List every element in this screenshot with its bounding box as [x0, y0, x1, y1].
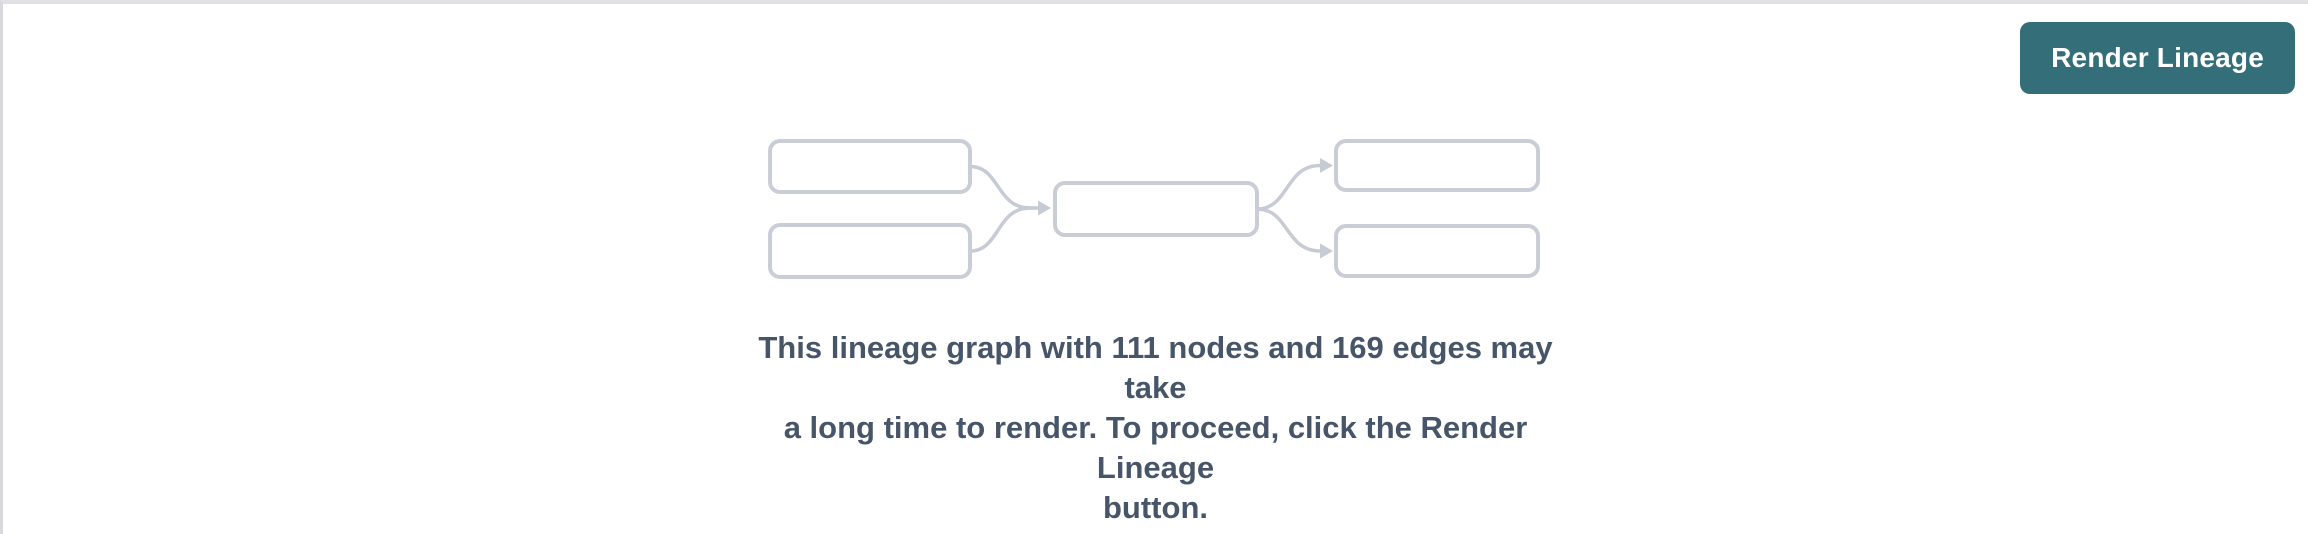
graph-edge-arrowhead — [1319, 243, 1333, 259]
graph-node-box-upstream-1 — [767, 139, 972, 194]
graph-edge-arrow — [1256, 163, 1320, 211]
lineage-placeholder-graphic — [767, 139, 1540, 279]
render-warning-line-1: This lineage graph with 111 nodes and 16… — [758, 330, 1553, 405]
render-warning-message: This lineage graph with 111 nodes and 16… — [736, 328, 1576, 528]
graph-node-box-downstream-2 — [1333, 224, 1540, 278]
render-warning-line-2: a long time to render. To proceed, click… — [783, 410, 1528, 485]
graph-edge-arrowhead — [1319, 158, 1333, 173]
graph-edge-arrow — [1256, 207, 1320, 253]
render-warning-line-3: button. — [1102, 490, 1208, 525]
graph-node-box-downstream-1 — [1333, 139, 1540, 192]
graph-edge-arrow — [969, 164, 1039, 210]
lineage-placeholder: This lineage graph with 111 nodes and 16… — [736, 130, 1576, 528]
graph-node-box-center — [1052, 181, 1259, 237]
graph-edge-arrowhead — [1037, 200, 1051, 216]
graph-edge-arrow — [969, 206, 1030, 253]
graph-node-box-upstream-2 — [767, 223, 972, 279]
render-lineage-button[interactable]: Render Lineage — [2020, 22, 2295, 94]
